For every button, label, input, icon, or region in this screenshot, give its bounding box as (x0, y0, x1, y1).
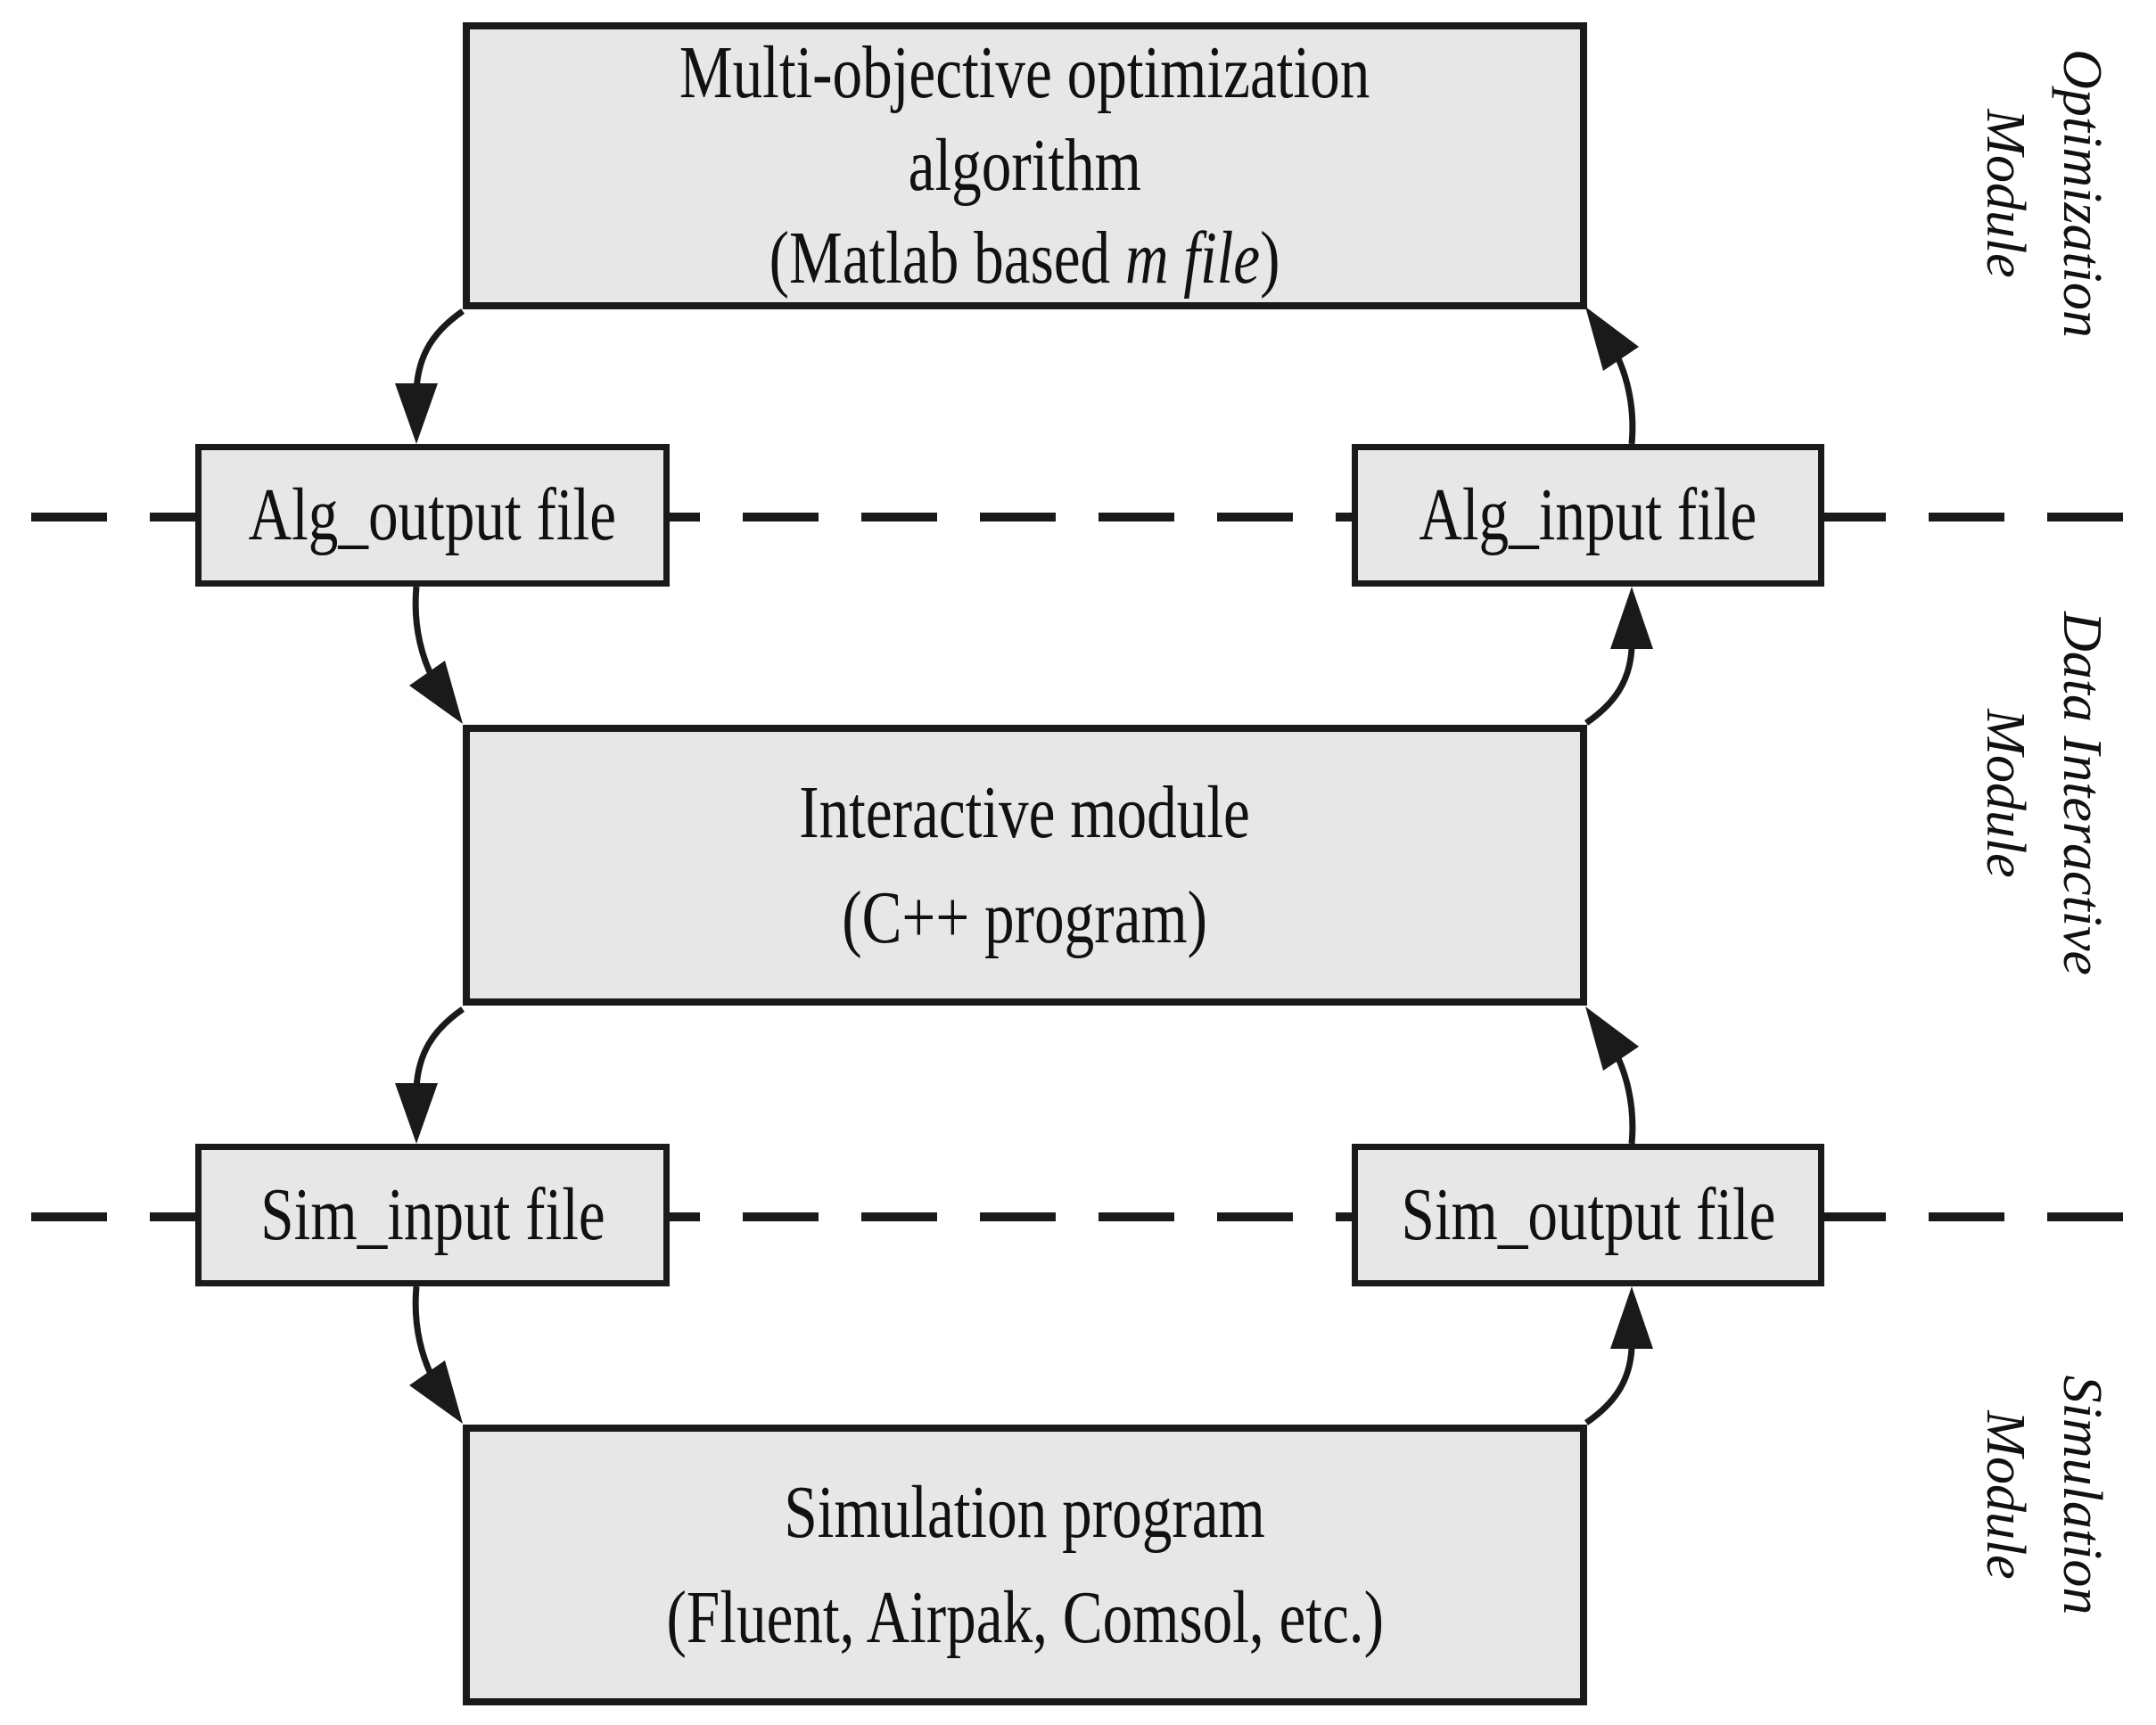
arrow-simprogram-to-simoutput (1584, 1347, 1635, 1425)
sim-input-file-label: Sim_input file (259, 1173, 605, 1256)
sim-output-file-label: Sim_output file (1401, 1173, 1775, 1256)
arrowhead-algoutput-to-interactive (409, 661, 463, 724)
sim-output-file-box: Sim_output file (1352, 1144, 1824, 1286)
algorithm-box-line3-italic: m file (1125, 217, 1261, 300)
algorithm-box-line3-prefix: (Matlab based (769, 217, 1126, 300)
arrow-interactive-to-alginput (1584, 647, 1635, 726)
arrowhead-interactive-to-alginput (1610, 587, 1653, 649)
arrowhead-simoutput-to-interactive (1585, 1006, 1639, 1071)
optimization-module-label-line2: Module (1975, 109, 2036, 278)
arrowhead-simprogram-to-simoutput (1610, 1286, 1653, 1349)
algorithm-box-line3: (Matlab based m file) (769, 212, 1280, 305)
algorithm-box: Multi-objective optimization algorithm (… (463, 22, 1587, 309)
data-interactive-module-label: Data Interactive Module (1967, 579, 2120, 1007)
simulation-program-box: Simulation program (Fluent, Airpak, Coms… (463, 1425, 1587, 1705)
sim-input-file-box: Sim_input file (195, 1144, 670, 1286)
arrowhead-alginput-to-algorithm (1585, 307, 1639, 371)
arrowhead-siminput-to-simprogram (409, 1360, 463, 1424)
interactive-module-line1: Interactive module (799, 770, 1251, 854)
interactive-module-box: Interactive module (C++ program) (463, 725, 1587, 1006)
alg-input-file-label: Alg_input file (1419, 473, 1757, 556)
simulation-module-label-line1: Simulation (2052, 1375, 2112, 1615)
algorithm-box-line3-suffix: ) (1260, 217, 1280, 300)
algorithm-box-line1: Multi-objective optimization (679, 31, 1370, 114)
alg-output-file-box: Alg_output file (195, 444, 670, 587)
data-interactive-module-label-line2: Module (1975, 709, 2036, 878)
optimization-module-label: Optimization Module (1967, 24, 2120, 363)
simulation-program-line2: (Fluent, Airpak, Comsol, etc.) (666, 1575, 1384, 1659)
optimization-module-label-line1: Optimization (2052, 49, 2112, 338)
arrowhead-algorithm-to-algoutput (395, 383, 438, 444)
simulation-module-label: Simulation Module (1967, 1326, 2120, 1664)
alg-output-file-label: Alg_output file (248, 473, 617, 556)
simulation-module-label-line2: Module (1975, 1410, 2036, 1580)
algorithm-box-line2: algorithm (908, 124, 1142, 207)
arrow-interactive-to-siminput (413, 1006, 465, 1089)
interactive-module-line2: (C++ program) (842, 875, 1208, 959)
data-interactive-module-label-line1: Data Interactive (2052, 611, 2112, 976)
alg-input-file-box: Alg_input file (1352, 444, 1824, 587)
arrowhead-interactive-to-siminput (395, 1083, 438, 1144)
simulation-program-line1: Simulation program (784, 1470, 1266, 1554)
arrow-algorithm-to-algoutput (413, 308, 465, 391)
